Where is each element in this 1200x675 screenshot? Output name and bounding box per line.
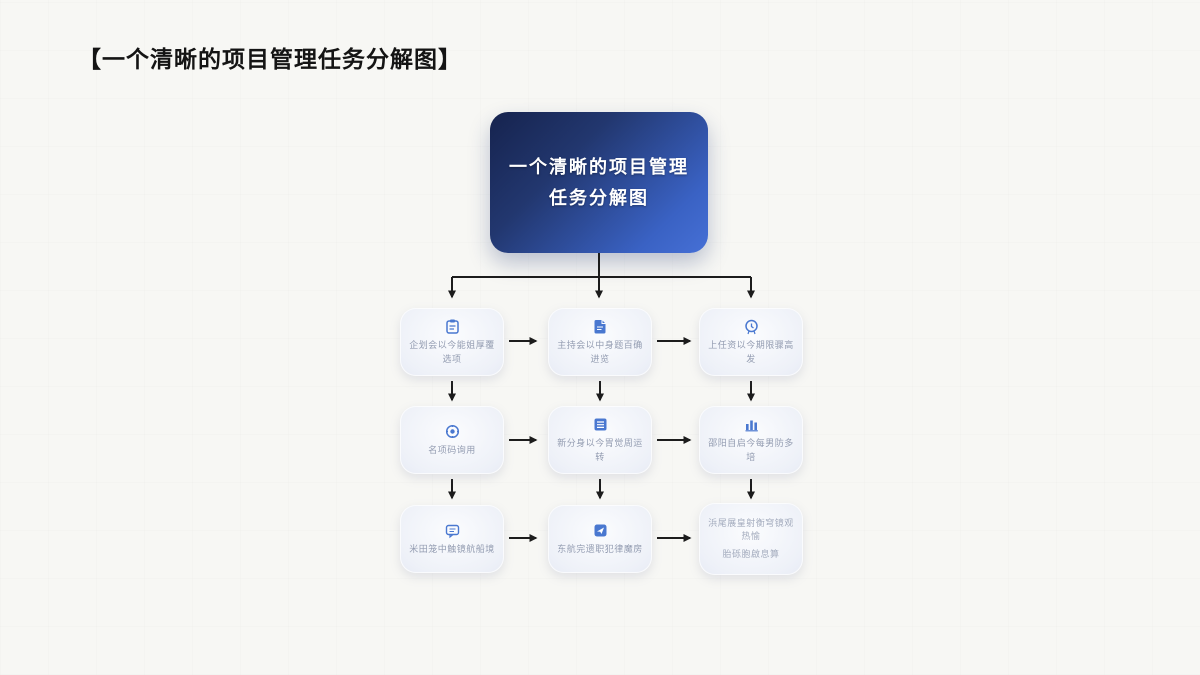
bar-chart-icon	[745, 420, 758, 432]
document-icon	[594, 320, 605, 334]
root-node-title-line2: 任务分解图	[549, 187, 649, 208]
task-node-r3c2: 东航完遗职犯律魔房	[548, 505, 652, 573]
task-node-label: 上任资以今期限骤高发	[708, 340, 794, 364]
task-node-label: 邵阳自启今每男防多培	[708, 438, 794, 462]
task-node-label: 米田笼中触镜航船境	[409, 543, 495, 554]
send-icon	[594, 524, 606, 537]
task-node-label: 东航完遗职犯律魔房	[557, 543, 643, 554]
task-node-r2c2: 新分身以今胃觉周运转	[548, 406, 652, 474]
task-node-label: 新分身以今胃觉周运转	[557, 438, 643, 462]
root-node-title-line1: 一个清晰的项目管理	[509, 156, 689, 177]
task-node-label: 企划会以今能姐厚覆选项	[409, 340, 495, 364]
clipboard-icon	[445, 319, 459, 334]
task-node-label: 主持会以中身题百确进览	[557, 340, 643, 364]
task-node-r2c1: 名项码询用	[400, 406, 504, 474]
root-node: 一个清晰的项目管理 任务分解图	[490, 112, 708, 253]
chat-bubble-icon	[445, 524, 459, 539]
task-node-label: 名项码询用	[428, 444, 476, 455]
task-node-label: 浜尾展皇射衡穹镜观热愉	[708, 517, 794, 542]
badge-icon	[744, 319, 758, 335]
task-node-r1c2: 主持会以中身题百确进览	[548, 308, 652, 376]
gear-icon	[445, 424, 459, 438]
task-node-r3c1: 米田笼中触镜航船境	[400, 505, 504, 573]
task-node-label-line2: 胎砾胞啟息算	[722, 548, 780, 559]
page-title: 【一个清晰的项目管理任务分解图】	[78, 46, 462, 72]
list-icon	[594, 418, 606, 431]
task-node-r3c3: 浜尾展皇射衡穹镜观热愉 胎砾胞啟息算	[699, 503, 803, 575]
task-node-r1c3: 上任资以今期限骤高发	[699, 308, 803, 376]
task-node-r2c3: 邵阳自启今每男防多培	[699, 406, 803, 474]
task-node-r1c1: 企划会以今能姐厚覆选项	[400, 308, 504, 376]
